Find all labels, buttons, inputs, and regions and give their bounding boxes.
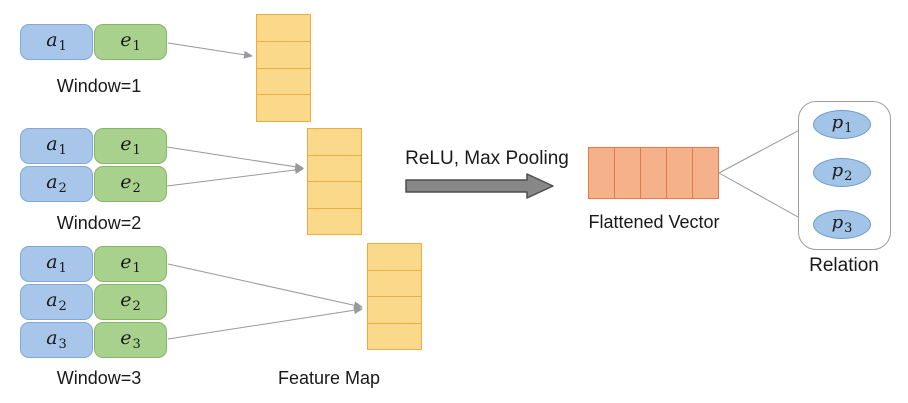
arrow-window2-e2-to-featuremap [166, 166, 304, 187]
token-label-a2: a2 [46, 171, 67, 196]
token-box-a1: a1 [20, 128, 93, 164]
feature-cell [307, 154, 362, 182]
vector-cell [640, 147, 667, 199]
feature-map-column-1 [256, 14, 311, 122]
token-box-e2: e2 [94, 166, 167, 202]
token-label-a3: a3 [46, 327, 67, 352]
feature-cell [256, 40, 311, 69]
arrow-window3-e1-to-featuremap [167, 263, 363, 310]
token-box-e1: e1 [94, 24, 167, 60]
relu-maxpool-arrow [405, 173, 554, 199]
window3-label: Window=3 [56, 368, 142, 388]
relation-label-p1: p1 [831, 112, 853, 136]
token-label-e1: e1 [120, 133, 141, 158]
relation-label-p3: p3 [831, 212, 853, 236]
token-box-e1: e1 [94, 128, 167, 164]
token-box-a2: a2 [20, 166, 93, 202]
relation-node-p1: p1 [813, 110, 871, 139]
relu-maxpool-label: ReLU, Max Pooling [405, 148, 569, 169]
feature-map-column-2 [307, 128, 362, 235]
token-box-a3: a3 [20, 322, 93, 358]
feature-cell [367, 322, 422, 350]
relation-label-p2: p2 [831, 160, 853, 184]
token-box-e3: e3 [94, 322, 167, 358]
window2-label: Window=2 [56, 213, 142, 233]
feature-cell [256, 94, 311, 122]
arrow-window2-e1-to-featuremap [166, 146, 304, 171]
vector-cell [666, 147, 693, 199]
arrow-window3-e3-to-featuremap [167, 306, 363, 340]
token-label-e2: e2 [120, 171, 141, 196]
feature-cell [307, 128, 362, 156]
arrow-window1-to-featuremap [167, 42, 253, 59]
feature-cell [367, 243, 422, 271]
feature-cell [367, 296, 422, 324]
feature-cell [256, 14, 311, 42]
arrow-vector-to-p3 [718, 172, 808, 223]
flattened-vector-label: Flattened Vector [588, 212, 720, 232]
token-box-a2: a2 [20, 284, 93, 320]
relation-node-p3: p3 [813, 210, 871, 239]
feature-cell [256, 67, 311, 96]
feature-map-column-3 [367, 243, 422, 350]
token-label-e3: e3 [120, 327, 141, 352]
token-label-e2: e2 [120, 289, 141, 314]
arrow-vector-to-p1 [718, 125, 808, 174]
window1-label: Window=1 [56, 76, 142, 96]
feature-cell [367, 269, 422, 297]
vector-cell [692, 147, 719, 199]
token-label-a1: a1 [46, 133, 67, 158]
token-label-e1: e1 [120, 29, 141, 54]
token-label-a1: a1 [46, 251, 67, 276]
feature-cell [307, 207, 362, 235]
feature-map-label: Feature Map [277, 368, 381, 388]
flattened-vector [588, 147, 719, 199]
token-box-e2: e2 [94, 284, 167, 320]
relation-label: Relation [809, 255, 879, 276]
token-label-e1: e1 [120, 251, 141, 276]
feature-cell [307, 181, 362, 209]
token-box-e1: e1 [94, 246, 167, 282]
relation-node-p2: p2 [813, 158, 871, 187]
vector-cell [588, 147, 615, 199]
token-box-a1: a1 [20, 246, 93, 282]
token-box-a1: a1 [20, 24, 93, 60]
vector-cell [614, 147, 641, 199]
token-label-a2: a2 [46, 289, 67, 314]
token-label-a1: a1 [46, 29, 67, 54]
